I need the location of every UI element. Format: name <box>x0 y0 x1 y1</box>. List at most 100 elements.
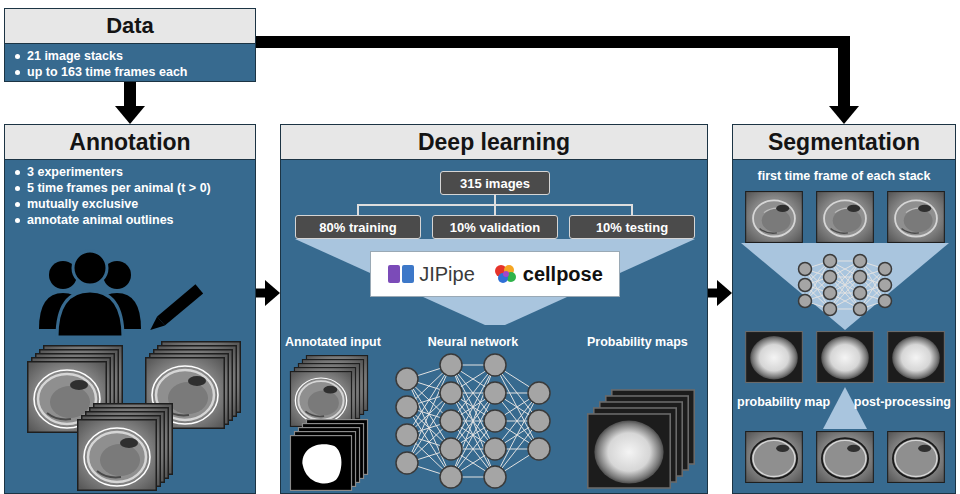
bullet-item: 5 time frames per animal (t > 0) <box>13 181 247 196</box>
bullet-item: 21 image stacks <box>13 49 247 64</box>
arrow-head <box>829 106 859 124</box>
network-neuron <box>484 382 506 404</box>
jipipe-icon <box>387 262 415 286</box>
illustration-part <box>746 432 803 483</box>
illustration-part <box>57 291 123 337</box>
column-label: Probability maps <box>587 335 688 350</box>
network-link <box>451 393 495 477</box>
column-label: Neural network <box>428 335 518 350</box>
bullet-dot <box>15 70 20 75</box>
network-link <box>451 365 495 449</box>
illustration-part <box>746 332 803 383</box>
network-neuron <box>824 255 837 268</box>
illustration-part <box>817 432 874 483</box>
arrow-head <box>115 106 145 124</box>
box-text: 80% training <box>319 220 396 235</box>
bullet-dot <box>15 202 20 207</box>
panel-header: Deep learning <box>281 125 707 160</box>
network-neuron <box>799 279 812 292</box>
flow-arrow <box>256 280 280 306</box>
illustration-part <box>146 316 164 334</box>
step-label: probability map <box>737 395 830 410</box>
network-neuron <box>484 410 506 432</box>
network-link <box>451 393 495 477</box>
illustration-part <box>817 332 874 383</box>
step-label: first time frame of each stack <box>758 169 931 184</box>
mask-stack <box>290 420 367 491</box>
arrow-shaft <box>256 289 266 298</box>
network-neuron <box>528 382 550 404</box>
flow-arrow <box>256 42 859 124</box>
network-neuron <box>484 354 506 376</box>
split-box: 80% training <box>295 215 421 239</box>
network-neuron <box>396 452 418 474</box>
bullet-text: mutually exclusive <box>27 197 138 212</box>
network-neuron <box>440 466 462 488</box>
arrow-head <box>717 280 732 306</box>
network-link <box>830 261 860 309</box>
illustration-part <box>290 372 351 427</box>
bullet-item: up to 163 time frames each <box>13 65 247 80</box>
arrow-shaft <box>358 195 495 215</box>
illustration-part <box>888 192 945 243</box>
panel-header: Data <box>5 9 255 44</box>
probability-images <box>746 332 945 383</box>
box-text: 315 images <box>460 176 530 191</box>
network-neuron <box>854 287 867 300</box>
inference-fan <box>741 243 949 330</box>
data-split-fan <box>295 239 695 325</box>
split-box: 10% validation <box>432 215 558 239</box>
network-neuron <box>396 424 418 446</box>
flow-arrow <box>115 82 145 124</box>
network-neuron <box>854 271 867 284</box>
segmentation-panel: Segmentation first time frame of each sta… <box>732 124 956 494</box>
bullet-dot <box>15 186 20 191</box>
panel-header: Segmentation <box>733 125 955 160</box>
bullet-list: 3 experimenters5 time frames per animal … <box>5 160 255 228</box>
bullet-text: 5 time frames per animal (t > 0) <box>27 181 211 196</box>
network-neuron <box>440 354 462 376</box>
illustration-part <box>290 436 351 491</box>
network-neuron <box>799 295 812 308</box>
pencil-icon <box>146 284 203 334</box>
probability-map-stack <box>588 390 694 488</box>
network-neuron <box>484 438 506 460</box>
neural-network <box>799 255 892 316</box>
panel-title: Segmentation <box>768 129 920 156</box>
split-line <box>358 195 495 215</box>
flow-arrow <box>708 280 732 306</box>
network-neuron <box>396 396 418 418</box>
bullet-item: annotate animal outlines <box>13 213 247 228</box>
network-link <box>495 393 539 477</box>
bullet-text: 21 image stacks <box>27 49 123 64</box>
panel-title: Data <box>106 13 154 39</box>
bullet-text: 3 experimenters <box>27 165 123 180</box>
split-box: 10% testing <box>569 215 695 239</box>
bullet-text: annotate animal outlines <box>27 213 174 228</box>
illustration-part <box>817 192 874 243</box>
bullet-list: 21 image stacksup to 163 time frames eac… <box>5 44 255 80</box>
network-neuron <box>879 295 892 308</box>
panel-header: Annotation <box>5 125 255 160</box>
arrow-shaft <box>708 289 718 298</box>
segmented-images <box>746 432 945 483</box>
network-neuron <box>824 303 837 316</box>
cellpose-icon <box>493 262 519 286</box>
arrow-shaft <box>495 195 632 215</box>
annotation-illustration <box>5 125 255 493</box>
network-neuron <box>879 279 892 292</box>
box-text: 10% validation <box>450 220 540 235</box>
network-link <box>495 365 539 449</box>
icon-part <box>503 271 509 277</box>
software-logo-box: JIPipecellpose <box>370 251 620 297</box>
input-images <box>746 192 945 243</box>
network-neuron <box>484 466 506 488</box>
column-label: Annotated input <box>285 335 381 350</box>
network-neuron <box>440 438 462 460</box>
network-neuron <box>440 382 462 404</box>
data-panel: Data 21 image stacksup to 163 time frames… <box>4 8 256 82</box>
illustration-part <box>78 420 157 491</box>
box-text: 10% testing <box>596 220 668 235</box>
bullet-item: mutually exclusive <box>13 197 247 212</box>
network-neuron <box>854 303 867 316</box>
